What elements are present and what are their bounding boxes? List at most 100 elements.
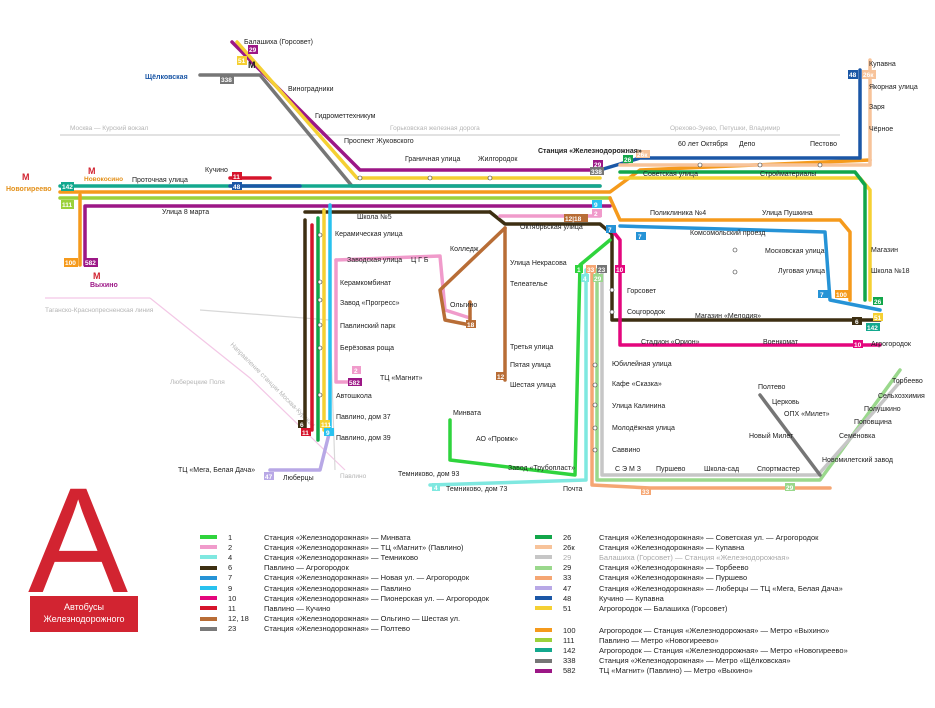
legend-route-number: 1 [228, 532, 233, 542]
badge-6b: 6 [300, 422, 304, 429]
brand-line1: Автобусы [64, 602, 104, 612]
badge-9: 9 [594, 202, 598, 209]
legend-route-number: 142 [563, 645, 576, 655]
badge-582: 582 [85, 260, 96, 267]
rail-kursk: Москва — Курский вокзал [70, 124, 149, 132]
legend-route-number: 29 [563, 563, 572, 573]
stop-oktyabrskaya: Октябрьская улица [520, 223, 583, 231]
stop-popovshchina: Поповщина [854, 419, 892, 426]
legend-route-label: Станция «Железнодорожная» — Ольгино — Ше… [264, 614, 461, 624]
stop-mega: ТЦ «Мега, Белая Дача» [178, 467, 255, 474]
badge-48: 48 [233, 184, 241, 191]
stop-magnit: ТЦ «Магнит» [380, 375, 423, 382]
stop-tserkov: Церковь [772, 399, 800, 406]
legend-route-number: 10 [228, 593, 237, 603]
stop-melodia: Магазин «Мелодия» [695, 313, 761, 320]
stop-zavodskaya: Заводская улица [347, 257, 402, 264]
stop-tsgb: Ц Г Б [411, 257, 429, 264]
stop-gidrometteh: Гидрометтехникум [315, 113, 376, 120]
legend-swatch [200, 616, 217, 621]
stop-temnikovo73: Темниково, дом 73 [446, 486, 507, 493]
legend-route-number: 51 [563, 603, 572, 613]
legend-route-number: 26к [563, 542, 575, 552]
stop-lugovaya: Луговая улица [778, 268, 825, 275]
stop-keramkombinat: Керамкомбинат [340, 279, 392, 287]
legend-swatch [200, 626, 217, 631]
stop-kuchino: Кучино [205, 167, 228, 174]
stop-markers [317, 162, 823, 453]
badge-23: 23 [598, 267, 606, 274]
stop-tretya: Третья улица [510, 344, 553, 351]
badge-47: 47 [265, 474, 273, 481]
badge-29: 29 [249, 47, 257, 54]
badge-582b: 582 [349, 380, 360, 387]
legend-route-label: Агрогородок — Станция «Железнодорожная» … [599, 625, 830, 635]
legend-swatch [535, 638, 552, 643]
stop-zarya: Заря [869, 104, 885, 111]
legend-swatch [535, 628, 552, 633]
metro-stations: М Щёлковская М Новогиреево М Новокосино … [6, 60, 256, 289]
legend-route-label: Павлино — Агрогородок [264, 563, 349, 573]
svg-text:М: М [22, 172, 30, 182]
stop-torbeevo: Торбеево [892, 377, 923, 385]
legend-route-label: Агрогородок — Станция «Железнодорожная» … [599, 645, 848, 655]
legend-route-number: 111 [563, 635, 575, 645]
badge-142: 142 [62, 184, 73, 191]
legend-row: 7 Станция «Железнодорожная» — Новая ул. —… [200, 573, 489, 583]
svg-text:М: М [248, 60, 256, 70]
badge-29d: 29 [786, 485, 794, 492]
badge-29b: 29 [594, 162, 602, 169]
rail-lubertsy-pole: Люберецкие Поля [170, 378, 225, 386]
legend-route-number: 6 [228, 563, 233, 573]
legend-swatch [200, 535, 217, 540]
legend-route-number: 7 [228, 573, 233, 583]
badge-6: 6 [855, 319, 859, 326]
legend-route-number: 29 [563, 552, 572, 562]
stop-truboplast: Завод «Трубопласт» [508, 464, 575, 472]
stop-teleatele: Телеателье [510, 281, 548, 288]
stop-minvata: Минвата [453, 410, 481, 417]
legend-route-number: 4 [228, 552, 233, 562]
stop-sovetskaya: Советская улица [643, 171, 698, 178]
stop-polushkino: Полушкино [864, 406, 901, 413]
stop-pavlino37: Павлино, дом 37 [336, 414, 391, 421]
stop-march8: Улица 8 марта [162, 209, 209, 216]
legend-swatch [535, 668, 552, 673]
legend-route-label: Станция «Железнодорожная» — ТЦ «Магнит» … [264, 542, 464, 552]
legend-route-label: Станция «Железнодорожная» — Павлино [264, 583, 411, 593]
legend-route-number: 26 [563, 532, 572, 542]
legend-route-number: 2 [228, 542, 233, 552]
legend-route-number: 23 [228, 624, 237, 634]
rail-pavlino: Павлино [340, 473, 367, 480]
rail-taganskaya: Таганско-Краснопресненская линия [45, 307, 154, 314]
legend-swatch [535, 658, 552, 663]
badge-10b: 10 [854, 342, 862, 349]
legend-row: 142 Агрогородок — Станция «Железнодорожна… [535, 645, 848, 655]
metro-vykhino: Выхино [90, 282, 118, 289]
stop-gorsovet: Горсовет [627, 288, 657, 295]
stop-stroymaterialy: Стройматериалы [760, 170, 816, 178]
badge-11: 11 [233, 174, 240, 181]
badge-338b: 338 [591, 169, 602, 176]
badge-1: 1 [577, 267, 581, 274]
legend-route-label: Кучино — Купавна [599, 593, 664, 603]
svg-text:М: М [93, 271, 101, 281]
legend-swatch [535, 586, 552, 591]
metro-novokosino: Новокосино [84, 176, 123, 183]
stop-shestaya: Шестая улица [510, 382, 556, 389]
stop-kupavna: Купавна [869, 61, 896, 68]
legend-route-label: Станция «Железнодорожная» — Новая ул. — … [264, 573, 469, 583]
badge-7c: 7 [820, 292, 824, 299]
